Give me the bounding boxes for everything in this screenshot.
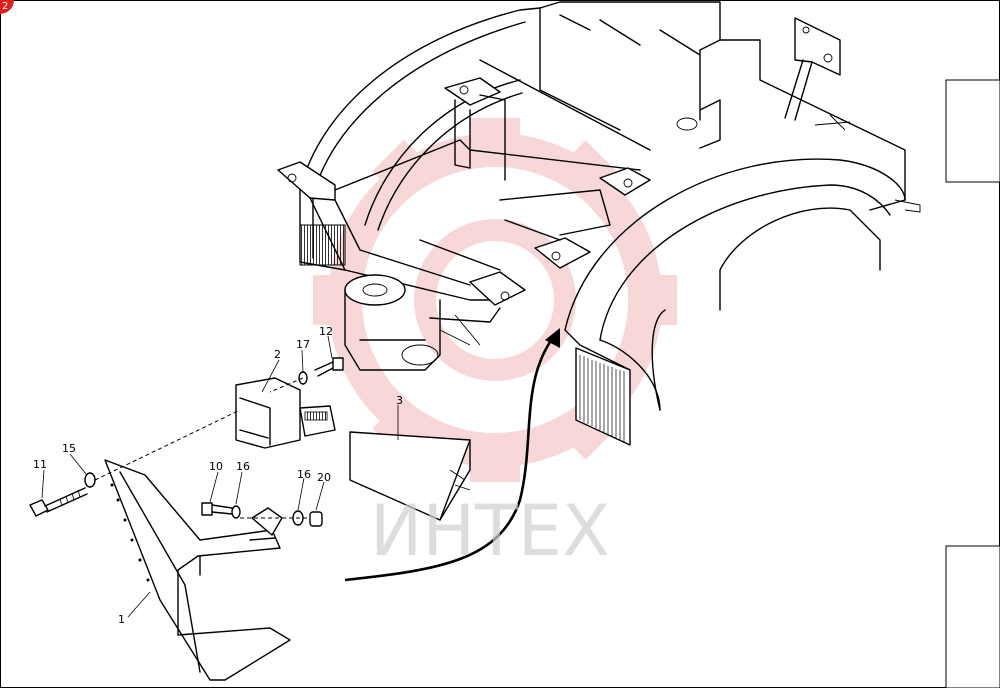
bolt-12-icon [314,357,344,377]
callout-16b: 16 [297,468,311,481]
washer-15-icon [84,472,96,488]
nut-20-icon [309,511,323,527]
install-arrowhead [545,328,560,348]
callout-11: 11 [33,458,47,471]
callout-1: 1 [118,613,125,626]
bolt-10-icon [201,502,233,516]
callout-17: 17 [296,338,310,351]
leader-lines [41,335,399,618]
bolt-11-icon [29,487,88,517]
callout-10: 10 [209,460,223,473]
watermark-text: ИНТЕХ [370,490,610,572]
callout-12: 12 [319,325,333,338]
callout-16a: 16 [236,460,250,473]
callout-3: 3 [396,394,403,407]
page-badge-label: 2 [2,1,8,12]
part-1-step [104,459,291,681]
watermark-gear-icon [313,118,677,482]
side-tab-bottom [945,545,1000,688]
assembly-line-a [94,409,241,481]
callout-15: 15 [62,442,76,455]
washer-16-left-icon [231,505,241,519]
side-tab-top [945,79,1000,183]
clip-part-icon [251,507,283,536]
fender-frame-assembly [277,1,921,446]
callout-20: 20 [317,471,331,484]
part-3-liner [349,431,471,521]
install-arrow [344,334,557,582]
part-2-bracket [235,377,336,449]
assembly-line-c [269,377,304,393]
page-badge: 2 [0,0,14,14]
callout-2: 2 [274,348,281,361]
